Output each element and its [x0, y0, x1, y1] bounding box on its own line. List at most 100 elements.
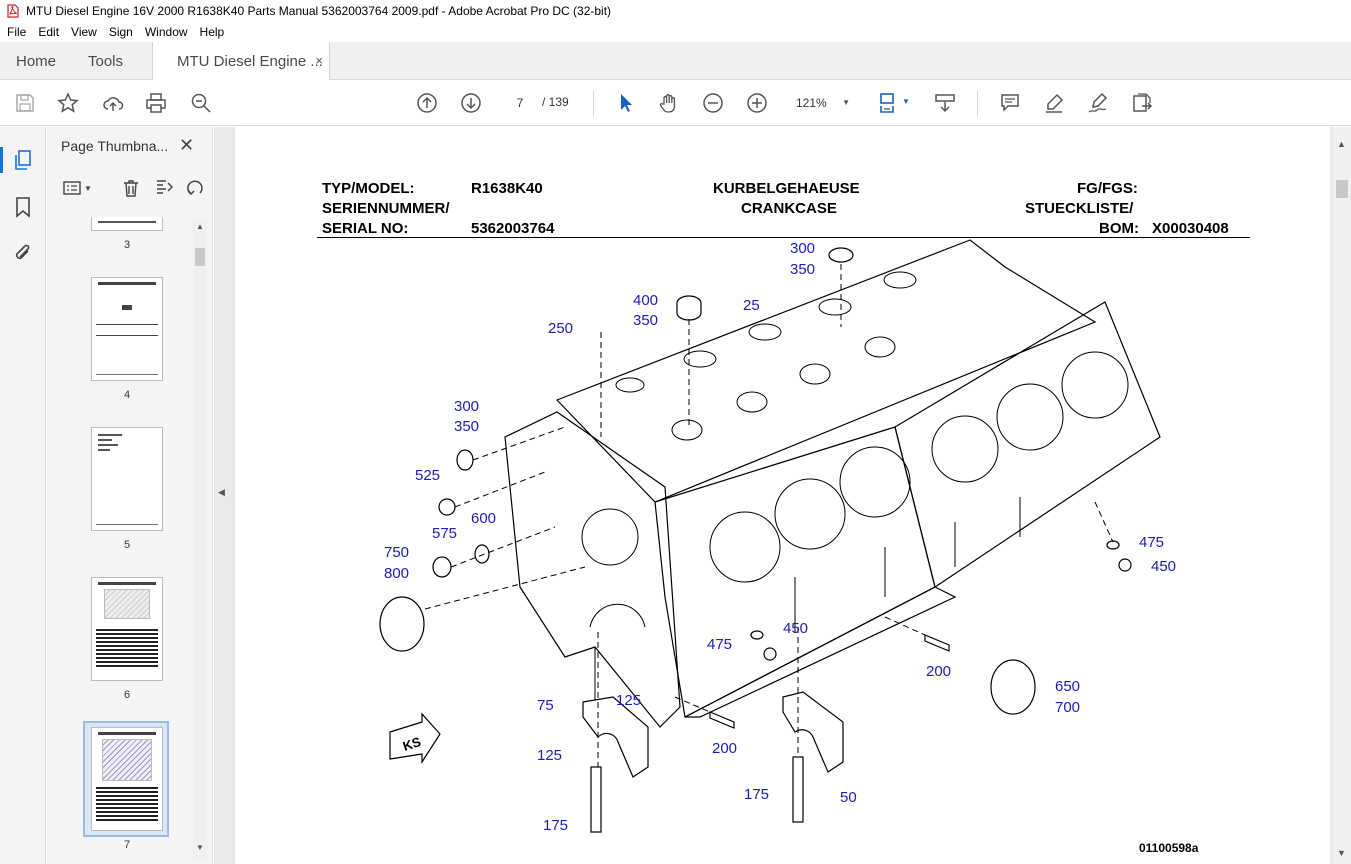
- tab-home[interactable]: Home: [16, 52, 57, 70]
- extract-pages-icon[interactable]: [153, 177, 175, 199]
- menu-help[interactable]: Help: [199, 25, 225, 39]
- close-tab-icon[interactable]: ×: [315, 53, 323, 68]
- page-thumbnail-7[interactable]: [91, 727, 163, 831]
- page-total-label: / 139: [542, 95, 569, 109]
- page-thumbnail-5[interactable]: [91, 427, 163, 531]
- callout-475: 475: [707, 636, 732, 653]
- sign-icon[interactable]: [1086, 91, 1110, 115]
- leader-line: [674, 696, 711, 713]
- document-scrollbar[interactable]: ▲ ▼: [1333, 127, 1351, 864]
- page-thumbnails-icon[interactable]: [11, 148, 35, 172]
- drawing-number: 01100598a: [1139, 841, 1199, 855]
- fg-label: FG/FGS:: [1077, 180, 1138, 197]
- deck-port: [615, 377, 645, 393]
- bearing-cap-50: [782, 691, 844, 773]
- serial-label-de: SERIENNUMMER/: [322, 200, 450, 217]
- scroll-up-icon[interactable]: ▲: [1337, 139, 1346, 149]
- deck-port: [671, 419, 703, 441]
- thumbnail-label-3: 3: [123, 239, 131, 251]
- document-scroll-handle[interactable]: [1336, 180, 1348, 198]
- left-navigation-rail: [0, 127, 46, 864]
- tab-bar: Home Tools MTU Diesel Engine ... ×: [0, 42, 1351, 80]
- menu-sign[interactable]: Sign: [108, 25, 133, 39]
- callout-250: 250: [548, 320, 573, 337]
- callout-175-left: 175: [543, 817, 568, 834]
- comment-icon[interactable]: [998, 91, 1022, 115]
- delete-page-icon[interactable]: [120, 177, 142, 199]
- deck-port: [683, 350, 717, 368]
- zoom-in-icon[interactable]: [745, 91, 769, 115]
- star-icon[interactable]: [56, 91, 80, 115]
- scroll-down-icon[interactable]: ▼: [1337, 848, 1346, 858]
- bolt-175-left: [590, 766, 602, 833]
- bookmark-icon[interactable]: [11, 195, 35, 219]
- thumbnail-list[interactable]: 3 4 5 6 7: [49, 217, 211, 857]
- rotate-page-icon[interactable]: [184, 177, 206, 199]
- callout-475-right: 475: [1139, 534, 1164, 551]
- leader-line: [424, 566, 586, 610]
- deck-port: [818, 298, 852, 316]
- page-down-icon[interactable]: [459, 91, 483, 115]
- plug-cap-300: [828, 247, 854, 263]
- print-icon[interactable]: [144, 91, 168, 115]
- highlight-pen-icon[interactable]: [1042, 91, 1066, 115]
- fit-page-dropdown-icon[interactable]: ▼: [902, 97, 910, 106]
- ks-direction-label: KS: [401, 734, 423, 754]
- page-thumbnail-6[interactable]: [91, 577, 163, 681]
- toolbar-divider: [977, 90, 978, 116]
- menu-file[interactable]: File: [7, 25, 27, 39]
- tab-tools[interactable]: Tools: [88, 52, 124, 70]
- collapse-panel-icon[interactable]: ◀: [218, 487, 225, 497]
- scroll-mode-icon[interactable]: [933, 91, 957, 115]
- callout-450-right: 450: [1151, 558, 1176, 575]
- cylinder-bore: [931, 415, 999, 483]
- page-thumbnail-3[interactable]: [91, 217, 163, 231]
- close-panel-icon[interactable]: ✕: [179, 135, 195, 155]
- serial-label-en: SERIAL NO:: [322, 220, 409, 237]
- callout-25: 25: [743, 297, 760, 314]
- callout-300-left: 300: [454, 398, 479, 415]
- callout-350-top: 350: [790, 261, 815, 278]
- page-number-input[interactable]: 7: [503, 91, 537, 115]
- zoom-value: 121%: [796, 96, 827, 110]
- search-zoom-icon[interactable]: [189, 91, 213, 115]
- callout-450: 450: [783, 620, 808, 637]
- fit-page-icon[interactable]: [876, 91, 900, 115]
- menu-window[interactable]: Window: [144, 25, 188, 39]
- thumbnail-options-icon[interactable]: ▼: [59, 177, 95, 199]
- ks-arrow-marker: [389, 712, 441, 765]
- title-en: CRANKCASE: [741, 200, 837, 217]
- end-plate-bore: [581, 508, 639, 566]
- thumbnail-scroll-handle[interactable]: [195, 248, 205, 266]
- menu-edit[interactable]: Edit: [38, 25, 60, 39]
- tab-document[interactable]: MTU Diesel Engine ... ×: [152, 42, 330, 80]
- tab-document-label: MTU Diesel Engine ...: [177, 52, 323, 70]
- typ-model-label: TYP/MODEL:: [322, 180, 415, 197]
- page-up-icon[interactable]: [415, 91, 439, 115]
- save-icon[interactable]: [13, 91, 37, 115]
- menu-view[interactable]: View: [71, 25, 97, 39]
- upload-icon[interactable]: [101, 91, 125, 115]
- hand-icon[interactable]: [657, 91, 681, 115]
- serial-value: 5362003764: [471, 220, 555, 237]
- bom-label: BOM:: [1099, 220, 1139, 237]
- scroll-down-icon[interactable]: ▼: [196, 843, 204, 852]
- scroll-up-icon[interactable]: ▲: [196, 222, 204, 231]
- seal-ring-475: [750, 630, 764, 640]
- acrobat-pdf-icon: [7, 4, 19, 18]
- toolbar: 7 / 139 121% ▼ ▼: [0, 80, 1351, 126]
- page-thumbnail-4[interactable]: [91, 277, 163, 381]
- cylinder-bore: [1061, 351, 1129, 419]
- select-cursor-icon[interactable]: [613, 91, 637, 115]
- toolbar-divider: [593, 90, 594, 116]
- crankcase-right-face: [894, 301, 1161, 588]
- callout-300-top: 300: [790, 240, 815, 257]
- export-pdf-icon[interactable]: [1130, 91, 1154, 115]
- attachment-paperclip-icon[interactable]: [11, 241, 35, 265]
- zoom-level-select[interactable]: 121% ▼: [790, 91, 856, 115]
- thumbnail-scrollbar[interactable]: ▲ ▼: [193, 220, 207, 860]
- title-de: KURBELGEHAEUSE: [713, 180, 860, 197]
- callout-350-mid: 350: [633, 312, 658, 329]
- zoom-out-icon[interactable]: [701, 91, 725, 115]
- crankcase-bottom-skirt: [684, 586, 957, 718]
